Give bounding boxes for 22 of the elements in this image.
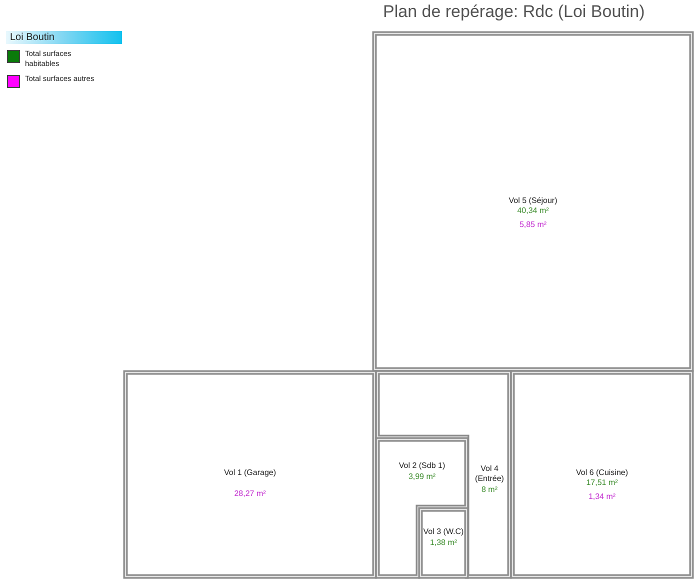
room-name: Vol 4 (Entrée)	[474, 464, 505, 484]
room	[375, 437, 469, 579]
area-value: 17,51 m²	[586, 478, 618, 488]
room-name: Vol 2 (Sdb 1)	[398, 461, 446, 471]
room-name: Vol 1 (Garage)	[224, 468, 276, 478]
room	[418, 507, 469, 579]
room	[372, 31, 694, 372]
area-value: 3,99 m²	[408, 472, 436, 482]
room-name: Vol 6 (Cuisine)	[576, 468, 628, 478]
area-value: 40,34 m²	[517, 206, 549, 216]
area-value: 1,34 m²	[588, 492, 616, 502]
room-name: Vol 5 (Séjour)	[508, 196, 558, 206]
legend-heading: Loi Boutin	[6, 31, 122, 44]
room	[123, 370, 377, 579]
room-name: Vol 3 (W.C)	[423, 527, 464, 537]
area-value: 8 m²	[482, 485, 498, 495]
area-value: 5,85 m²	[519, 220, 547, 230]
area-value: 28,27 m²	[234, 489, 266, 499]
plan-title: Plan de repérage: Rdc (Loi Boutin)	[383, 2, 645, 22]
area-value: 1,38 m²	[430, 538, 458, 548]
room	[510, 370, 694, 579]
room	[375, 370, 512, 579]
